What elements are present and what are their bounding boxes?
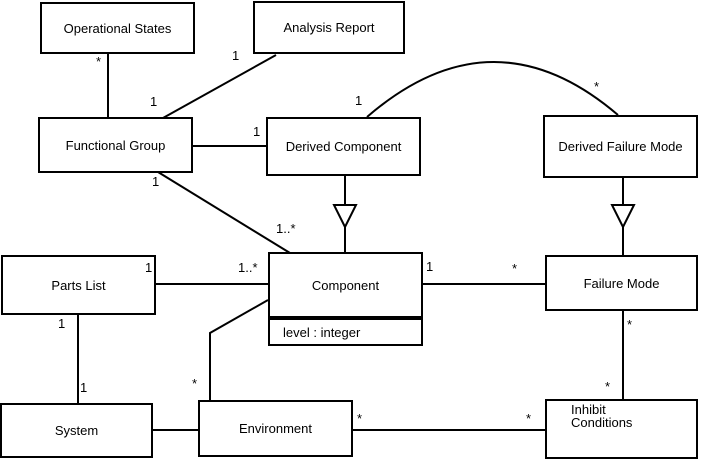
multiplicity-label: * (594, 79, 600, 94)
multiplicity-label: * (605, 379, 611, 394)
assoc-component-environment[interactable] (209, 299, 269, 400)
class-component[interactable]: Component (268, 252, 423, 318)
class-name: System (54, 423, 99, 438)
class-name: Parts List (51, 277, 106, 293)
multiplicity-label: 1 (253, 124, 261, 139)
multiplicity-label: 1 (232, 48, 240, 63)
assoc-analysis-report-functional-group[interactable] (162, 54, 277, 119)
generalization-arrow-icon (610, 204, 636, 230)
multiplicity-label: * (192, 376, 198, 391)
attribute-text: level : integer (283, 324, 361, 340)
multiplicity-label: 1..* (238, 260, 258, 275)
multiplicity-label: 1 (426, 259, 434, 274)
class-system[interactable]: System (0, 403, 153, 458)
class-name: Operational States (63, 20, 172, 36)
multiplicity-label: 1 (80, 380, 88, 395)
generalization-arrow-icon (332, 204, 358, 230)
class-failure-mode[interactable]: Failure Mode (545, 255, 698, 311)
multiplicity-label: 1 (152, 174, 160, 189)
class-derived-component[interactable]: Derived Component (266, 117, 421, 176)
multiplicity-label: * (627, 317, 633, 332)
multiplicity-label: 1..* (276, 221, 296, 236)
class-operational-states[interactable]: Operational States (40, 2, 195, 54)
class-name: Derived Failure Mode (558, 139, 683, 154)
class-name: Environment (239, 421, 312, 436)
class-name: Analysis Report (283, 20, 375, 35)
multiplicity-label: 1 (145, 260, 153, 275)
multiplicity-label: * (526, 411, 532, 426)
class-name: Failure Mode (583, 275, 660, 291)
class-parts-list[interactable]: Parts List (1, 255, 156, 315)
class-name: Derived Component (285, 139, 402, 154)
class-environment[interactable]: Environment (198, 400, 353, 457)
class-name: Functional Group (65, 137, 166, 153)
multiplicity-label: * (512, 261, 518, 276)
multiplicity-label: * (357, 411, 363, 426)
multiplicity-label: 1 (58, 316, 66, 331)
class-analysis-report[interactable]: Analysis Report (253, 1, 405, 54)
class-derived-failure-mode[interactable]: Derived Failure Mode (543, 115, 698, 178)
multiplicity-label: * (96, 54, 102, 69)
class-functional-group[interactable]: Functional Group (38, 117, 193, 173)
assoc-functional-group-component[interactable] (157, 171, 291, 254)
class-name: Component (311, 277, 380, 293)
multiplicity-label: 1 (355, 93, 363, 108)
assoc-derived-component-derived-failure-mode[interactable] (366, 61, 619, 118)
multiplicity-label: 1 (150, 94, 158, 109)
class-component-attributes[interactable]: level : integer (268, 318, 423, 346)
